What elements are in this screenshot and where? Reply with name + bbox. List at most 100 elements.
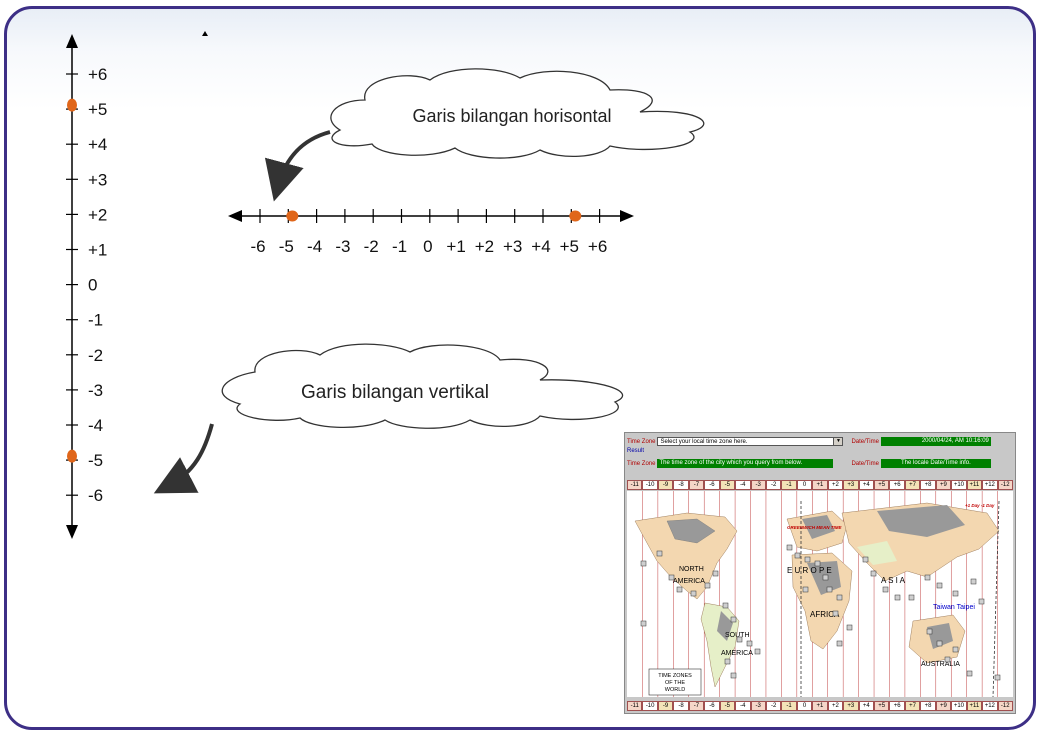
city-marker-icon[interactable] [966, 670, 973, 677]
time-zone-cell[interactable]: +4 [858, 701, 874, 711]
city-marker-icon[interactable] [944, 656, 951, 663]
city-marker-icon[interactable] [754, 648, 761, 655]
city-marker-icon[interactable] [722, 602, 729, 609]
time-zone-cell[interactable]: -6 [704, 701, 720, 711]
time-zone-cell[interactable]: -2 [765, 701, 782, 711]
time-zone-cell[interactable]: -12 [997, 701, 1013, 711]
time-zone-cell[interactable]: -1 [781, 701, 797, 711]
time-zone-cell[interactable]: -2 [765, 480, 782, 490]
city-marker-icon[interactable] [786, 544, 793, 551]
city-marker-icon[interactable] [794, 552, 801, 559]
city-marker-icon[interactable] [802, 586, 809, 593]
time-zone-cell[interactable]: -7 [688, 701, 705, 711]
time-zone-cell[interactable]: -11 [627, 480, 643, 490]
time-zone-cell[interactable]: +6 [889, 701, 905, 711]
vertical-tick-label: +5 [88, 100, 107, 119]
time-zone-cell[interactable]: +2 [827, 480, 844, 490]
city-marker-icon[interactable] [730, 672, 737, 679]
time-zone-cell[interactable]: +11 [966, 480, 983, 490]
city-marker-icon[interactable] [908, 594, 915, 601]
stray-mark [202, 31, 208, 36]
city-marker-icon[interactable] [804, 556, 811, 563]
time-zone-cell[interactable]: +6 [889, 480, 905, 490]
time-zone-cell[interactable]: 0 [796, 701, 813, 711]
city-marker-icon[interactable] [814, 560, 821, 567]
time-zone-cell[interactable]: -5 [719, 701, 736, 711]
time-zone-cell[interactable]: -4 [735, 701, 751, 711]
city-marker-icon[interactable] [862, 556, 869, 563]
city-marker-icon[interactable] [676, 586, 683, 593]
time-zone-cell[interactable]: -6 [704, 480, 720, 490]
time-zone-cell[interactable]: +1 [812, 480, 828, 490]
city-marker-icon[interactable] [936, 582, 943, 589]
city-marker-icon[interactable] [690, 590, 697, 597]
time-zone-cell[interactable]: -9 [657, 701, 674, 711]
time-zone-cell[interactable]: +7 [904, 480, 921, 490]
time-zone-cell[interactable]: -7 [688, 480, 705, 490]
time-zone-cell[interactable]: -5 [719, 480, 736, 490]
time-zone-cell[interactable]: -4 [735, 480, 751, 490]
time-zone-cell[interactable]: -1 [781, 480, 797, 490]
legend-line-2: OF THE [665, 680, 685, 686]
city-marker-icon[interactable] [870, 570, 877, 577]
city-marker-icon[interactable] [822, 574, 829, 581]
city-marker-icon[interactable] [936, 640, 943, 647]
time-zone-cell[interactable]: +5 [874, 701, 890, 711]
time-zone-cell[interactable]: 0 [796, 480, 813, 490]
time-zone-cell[interactable]: +9 [935, 701, 952, 711]
time-zone-cell[interactable]: +7 [904, 701, 921, 711]
time-zone-cell[interactable]: +11 [966, 701, 983, 711]
time-zone-select[interactable]: Select your local time zone here. ▼ [657, 437, 844, 446]
time-zone-cell[interactable]: +10 [951, 701, 967, 711]
time-zone-cell[interactable]: -10 [642, 701, 658, 711]
city-marker-icon[interactable] [924, 574, 931, 581]
city-marker-icon[interactable] [746, 640, 753, 647]
city-marker-icon[interactable] [640, 560, 647, 567]
city-marker-icon[interactable] [894, 594, 901, 601]
time-zone-cell[interactable]: -3 [750, 701, 766, 711]
city-marker-icon[interactable] [846, 624, 853, 631]
city-marker-icon[interactable] [836, 594, 843, 601]
time-zone-cell[interactable]: -11 [627, 701, 643, 711]
time-zone-cell[interactable]: -12 [997, 480, 1013, 490]
time-zone-cell[interactable]: +4 [858, 480, 874, 490]
time-zone-cell[interactable]: -10 [642, 480, 658, 490]
time-zone-cell[interactable]: -3 [750, 480, 766, 490]
city-marker-icon[interactable] [882, 586, 889, 593]
city-marker-icon[interactable] [978, 598, 985, 605]
city-marker-icon[interactable] [704, 582, 711, 589]
time-zone-cell[interactable]: +12 [982, 701, 998, 711]
greenwich-label: GREENWICH MEAN TIME [787, 525, 842, 530]
city-marker-icon[interactable] [926, 628, 933, 635]
city-marker-icon[interactable] [836, 640, 843, 647]
time-zone-cell[interactable]: +8 [920, 701, 936, 711]
time-zone-cell[interactable]: +10 [951, 480, 967, 490]
city-marker-icon[interactable] [952, 646, 959, 653]
world-map-graphic: GREENWICH MEAN TIME NORTH AMERICA SOUTH … [627, 491, 1013, 697]
time-zone-cell[interactable]: +9 [935, 480, 952, 490]
time-zone-cell[interactable]: -8 [673, 701, 689, 711]
time-zone-cell[interactable]: +2 [827, 701, 844, 711]
city-marker-icon[interactable] [712, 570, 719, 577]
time-zone-cell[interactable]: +1 [812, 701, 828, 711]
time-zone-cell[interactable]: +12 [982, 480, 998, 490]
chevron-down-icon[interactable]: ▼ [833, 438, 843, 445]
time-zone-cell[interactable]: +8 [920, 480, 936, 490]
city-marker-icon[interactable] [668, 574, 675, 581]
city-marker-icon[interactable] [832, 610, 839, 617]
time-zone-cell[interactable]: +3 [843, 480, 859, 490]
time-zone-cell[interactable]: -9 [657, 480, 674, 490]
city-marker-icon[interactable] [970, 578, 977, 585]
city-marker-icon[interactable] [952, 590, 959, 597]
city-marker-icon[interactable] [826, 586, 833, 593]
city-marker-icon[interactable] [994, 674, 1001, 681]
city-marker-icon[interactable] [656, 550, 663, 557]
city-marker-icon[interactable] [736, 636, 743, 643]
time-zone-cell[interactable]: +5 [874, 480, 890, 490]
time-zone-cell[interactable]: +3 [843, 701, 859, 711]
city-marker-icon[interactable] [724, 658, 731, 665]
right-arrow-icon [620, 210, 634, 222]
city-marker-icon[interactable] [640, 620, 647, 627]
time-zone-cell[interactable]: -8 [673, 480, 689, 490]
city-marker-icon[interactable] [730, 616, 737, 623]
